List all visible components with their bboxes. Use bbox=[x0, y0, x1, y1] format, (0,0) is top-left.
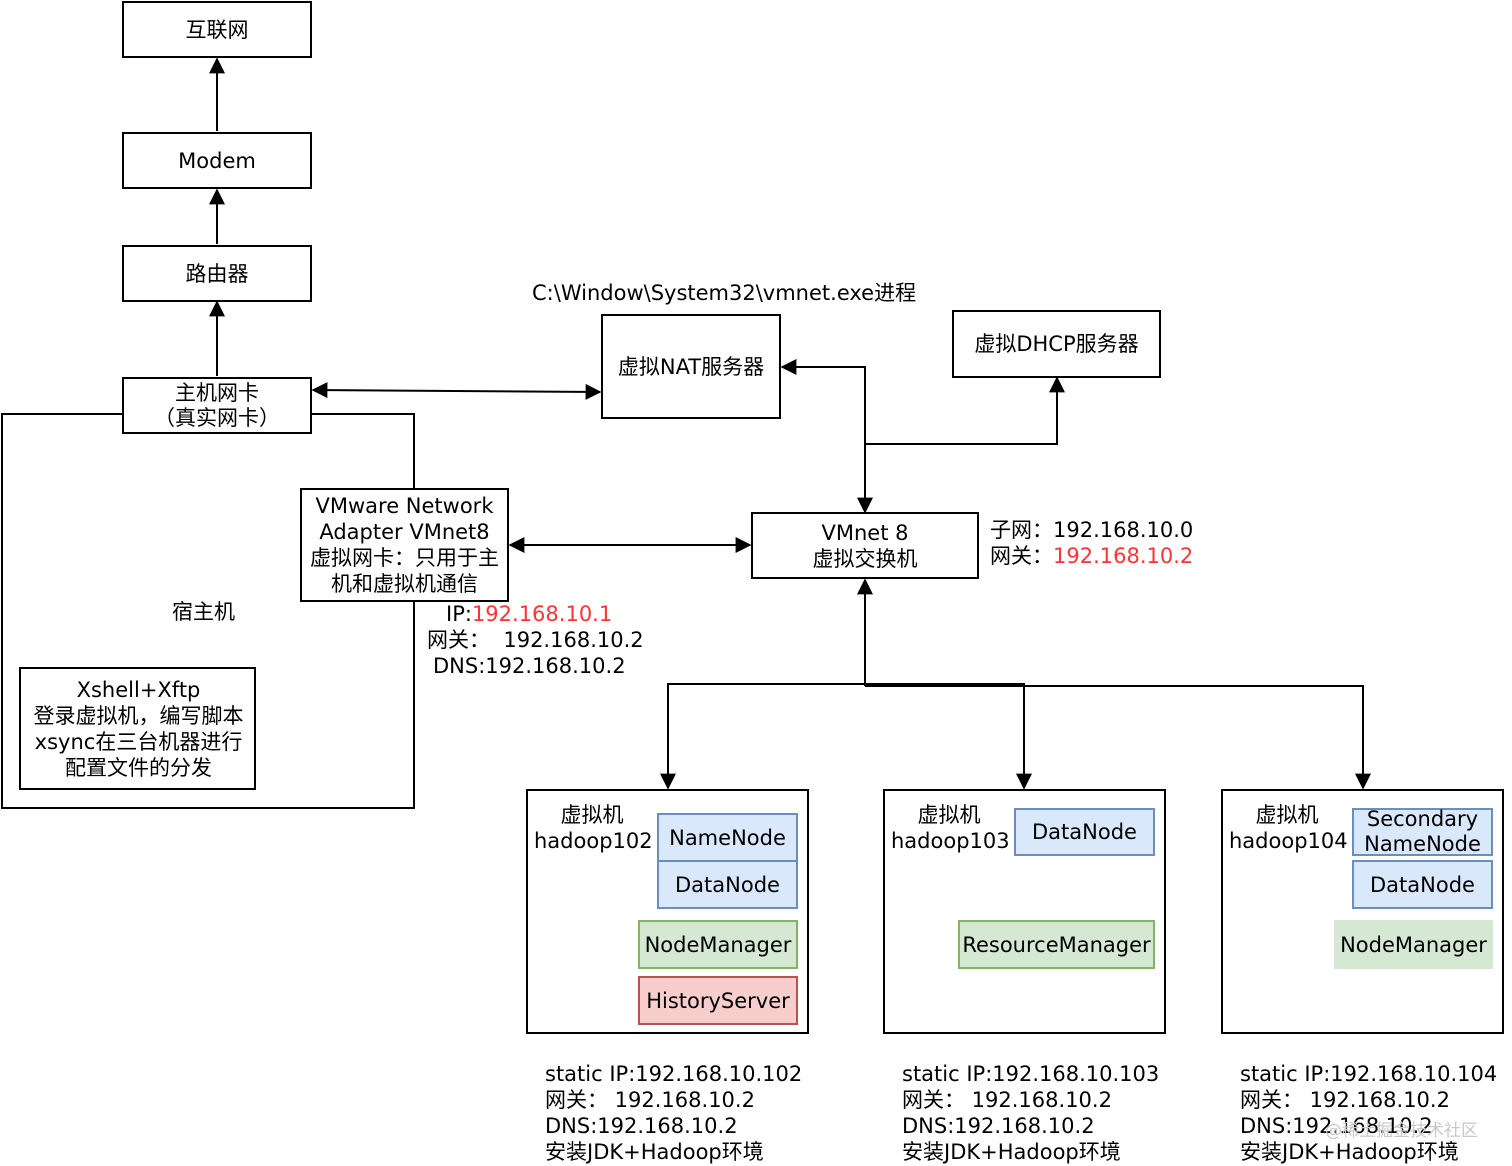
modem-node: Modem bbox=[122, 132, 312, 189]
edge-nic-nat bbox=[311, 382, 602, 400]
vm-hadoop104-title: 虚拟机 hadoop104 bbox=[1229, 803, 1348, 853]
role-datanode-label: DataNode bbox=[1370, 872, 1475, 897]
xshell-node: Xshell+Xftp 登录虚拟机，编写脚本 xsync在三台机器进行 配置文件… bbox=[19, 667, 256, 790]
vm-hadoop102-info: static IP:192.168.10.102 网关： 192.168.10.… bbox=[545, 1062, 803, 1164]
vmware-adapter-node: VMware Network Adapter VMnet8 虚拟网卡：只用于主 … bbox=[300, 488, 509, 602]
host-machine-label: 宿主机 bbox=[172, 600, 235, 624]
xshell-label: Xshell+Xftp 登录虚拟机，编写脚本 xsync在三台机器进行 配置文件… bbox=[33, 677, 244, 780]
edge-switch-dhcp bbox=[865, 376, 1065, 445]
adapter-ip-value: 192.168.10.1 bbox=[471, 602, 613, 626]
edge-to-hadoop103 bbox=[865, 683, 1032, 790]
role-datanode: DataNode bbox=[1352, 860, 1493, 909]
dhcp-server-node: 虚拟DHCP服务器 bbox=[952, 310, 1161, 378]
role-resourcemanager-label: ResourceManager bbox=[962, 932, 1151, 957]
gateway-value: 192.168.10.2 bbox=[1053, 544, 1194, 568]
subnet-line: 子网：192.168.10.0 bbox=[990, 517, 1193, 543]
role-historyserver-label: HistoryServer bbox=[646, 988, 790, 1013]
role-datanode: DataNode bbox=[1014, 808, 1155, 856]
modem-label: Modem bbox=[178, 148, 256, 173]
role-datanode: DataNode bbox=[657, 860, 798, 909]
subnet-value: 192.168.10.0 bbox=[1053, 518, 1194, 542]
vm-hadoop104-info: static IP:192.168.10.104 网关： 192.168.10.… bbox=[1240, 1062, 1498, 1164]
vmnet-process-label: C:\Window\System32\vmnet.exe进程 bbox=[532, 281, 917, 305]
host-machine-outline bbox=[1, 413, 415, 809]
role-secondary-namenode: Secondary NameNode bbox=[1352, 807, 1493, 856]
vmnet8-switch-node: VMnet 8 虚拟交换机 bbox=[751, 512, 979, 579]
router-node: 路由器 bbox=[122, 245, 312, 302]
gateway-prefix: 网关： bbox=[990, 544, 1053, 568]
edge-to-hadoop104 bbox=[865, 685, 1371, 790]
router-label: 路由器 bbox=[185, 261, 249, 286]
role-resourcemanager: ResourceManager bbox=[958, 920, 1155, 969]
host-nic-node: 主机网卡 （真实网卡） bbox=[122, 377, 312, 434]
edge-to-hadoop102 bbox=[660, 683, 865, 790]
role-datanode-label: DataNode bbox=[675, 872, 780, 897]
adapter-ip-prefix: IP: bbox=[446, 602, 472, 626]
internet-node: 互联网 bbox=[122, 1, 312, 58]
role-nodemanager: NodeManager bbox=[638, 920, 798, 969]
adapter-dns: DNS:192.168.10.2 bbox=[433, 654, 626, 678]
role-nodemanager-label: NodeManager bbox=[1340, 932, 1487, 957]
role-datanode-label: DataNode bbox=[1032, 820, 1137, 844]
role-historyserver: HistoryServer bbox=[638, 976, 798, 1025]
vm-hadoop102-title: 虚拟机 hadoop102 bbox=[534, 803, 653, 853]
vm-hadoop103-info: static IP:192.168.10.103 网关： 192.168.10.… bbox=[902, 1062, 1160, 1164]
role-nodemanager-label: NodeManager bbox=[644, 932, 792, 957]
subnet-prefix: 子网： bbox=[990, 518, 1053, 542]
dhcp-server-label: 虚拟DHCP服务器 bbox=[974, 332, 1139, 356]
role-namenode: NameNode bbox=[657, 813, 798, 862]
nat-server-label: 虚拟NAT服务器 bbox=[617, 354, 765, 379]
role-secondary-namenode-label: Secondary NameNode bbox=[1364, 807, 1481, 856]
role-namenode-label: NameNode bbox=[669, 825, 786, 850]
adapter-ip-line: IP:192.168.10.1 bbox=[446, 601, 612, 627]
vm-hadoop103-title: 虚拟机 hadoop103 bbox=[891, 803, 1010, 853]
vmware-adapter-label: VMware Network Adapter VMnet8 虚拟网卡：只用于主 … bbox=[310, 494, 499, 596]
host-nic-label: 主机网卡 （真实网卡） bbox=[154, 380, 280, 430]
role-nodemanager: NodeManager bbox=[1334, 920, 1493, 969]
edge-switch-nat bbox=[780, 359, 873, 514]
watermark: @稀土掘金技术社区 bbox=[1325, 1121, 1478, 1141]
adapter-gateway: 网关： 192.168.10.2 bbox=[427, 628, 644, 652]
vmnet8-switch-label: VMnet 8 虚拟交换机 bbox=[812, 520, 918, 571]
nat-server-node: 虚拟NAT服务器 bbox=[601, 314, 781, 419]
internet-label: 互联网 bbox=[185, 17, 249, 42]
gateway-line: 网关：192.168.10.2 bbox=[990, 543, 1193, 569]
